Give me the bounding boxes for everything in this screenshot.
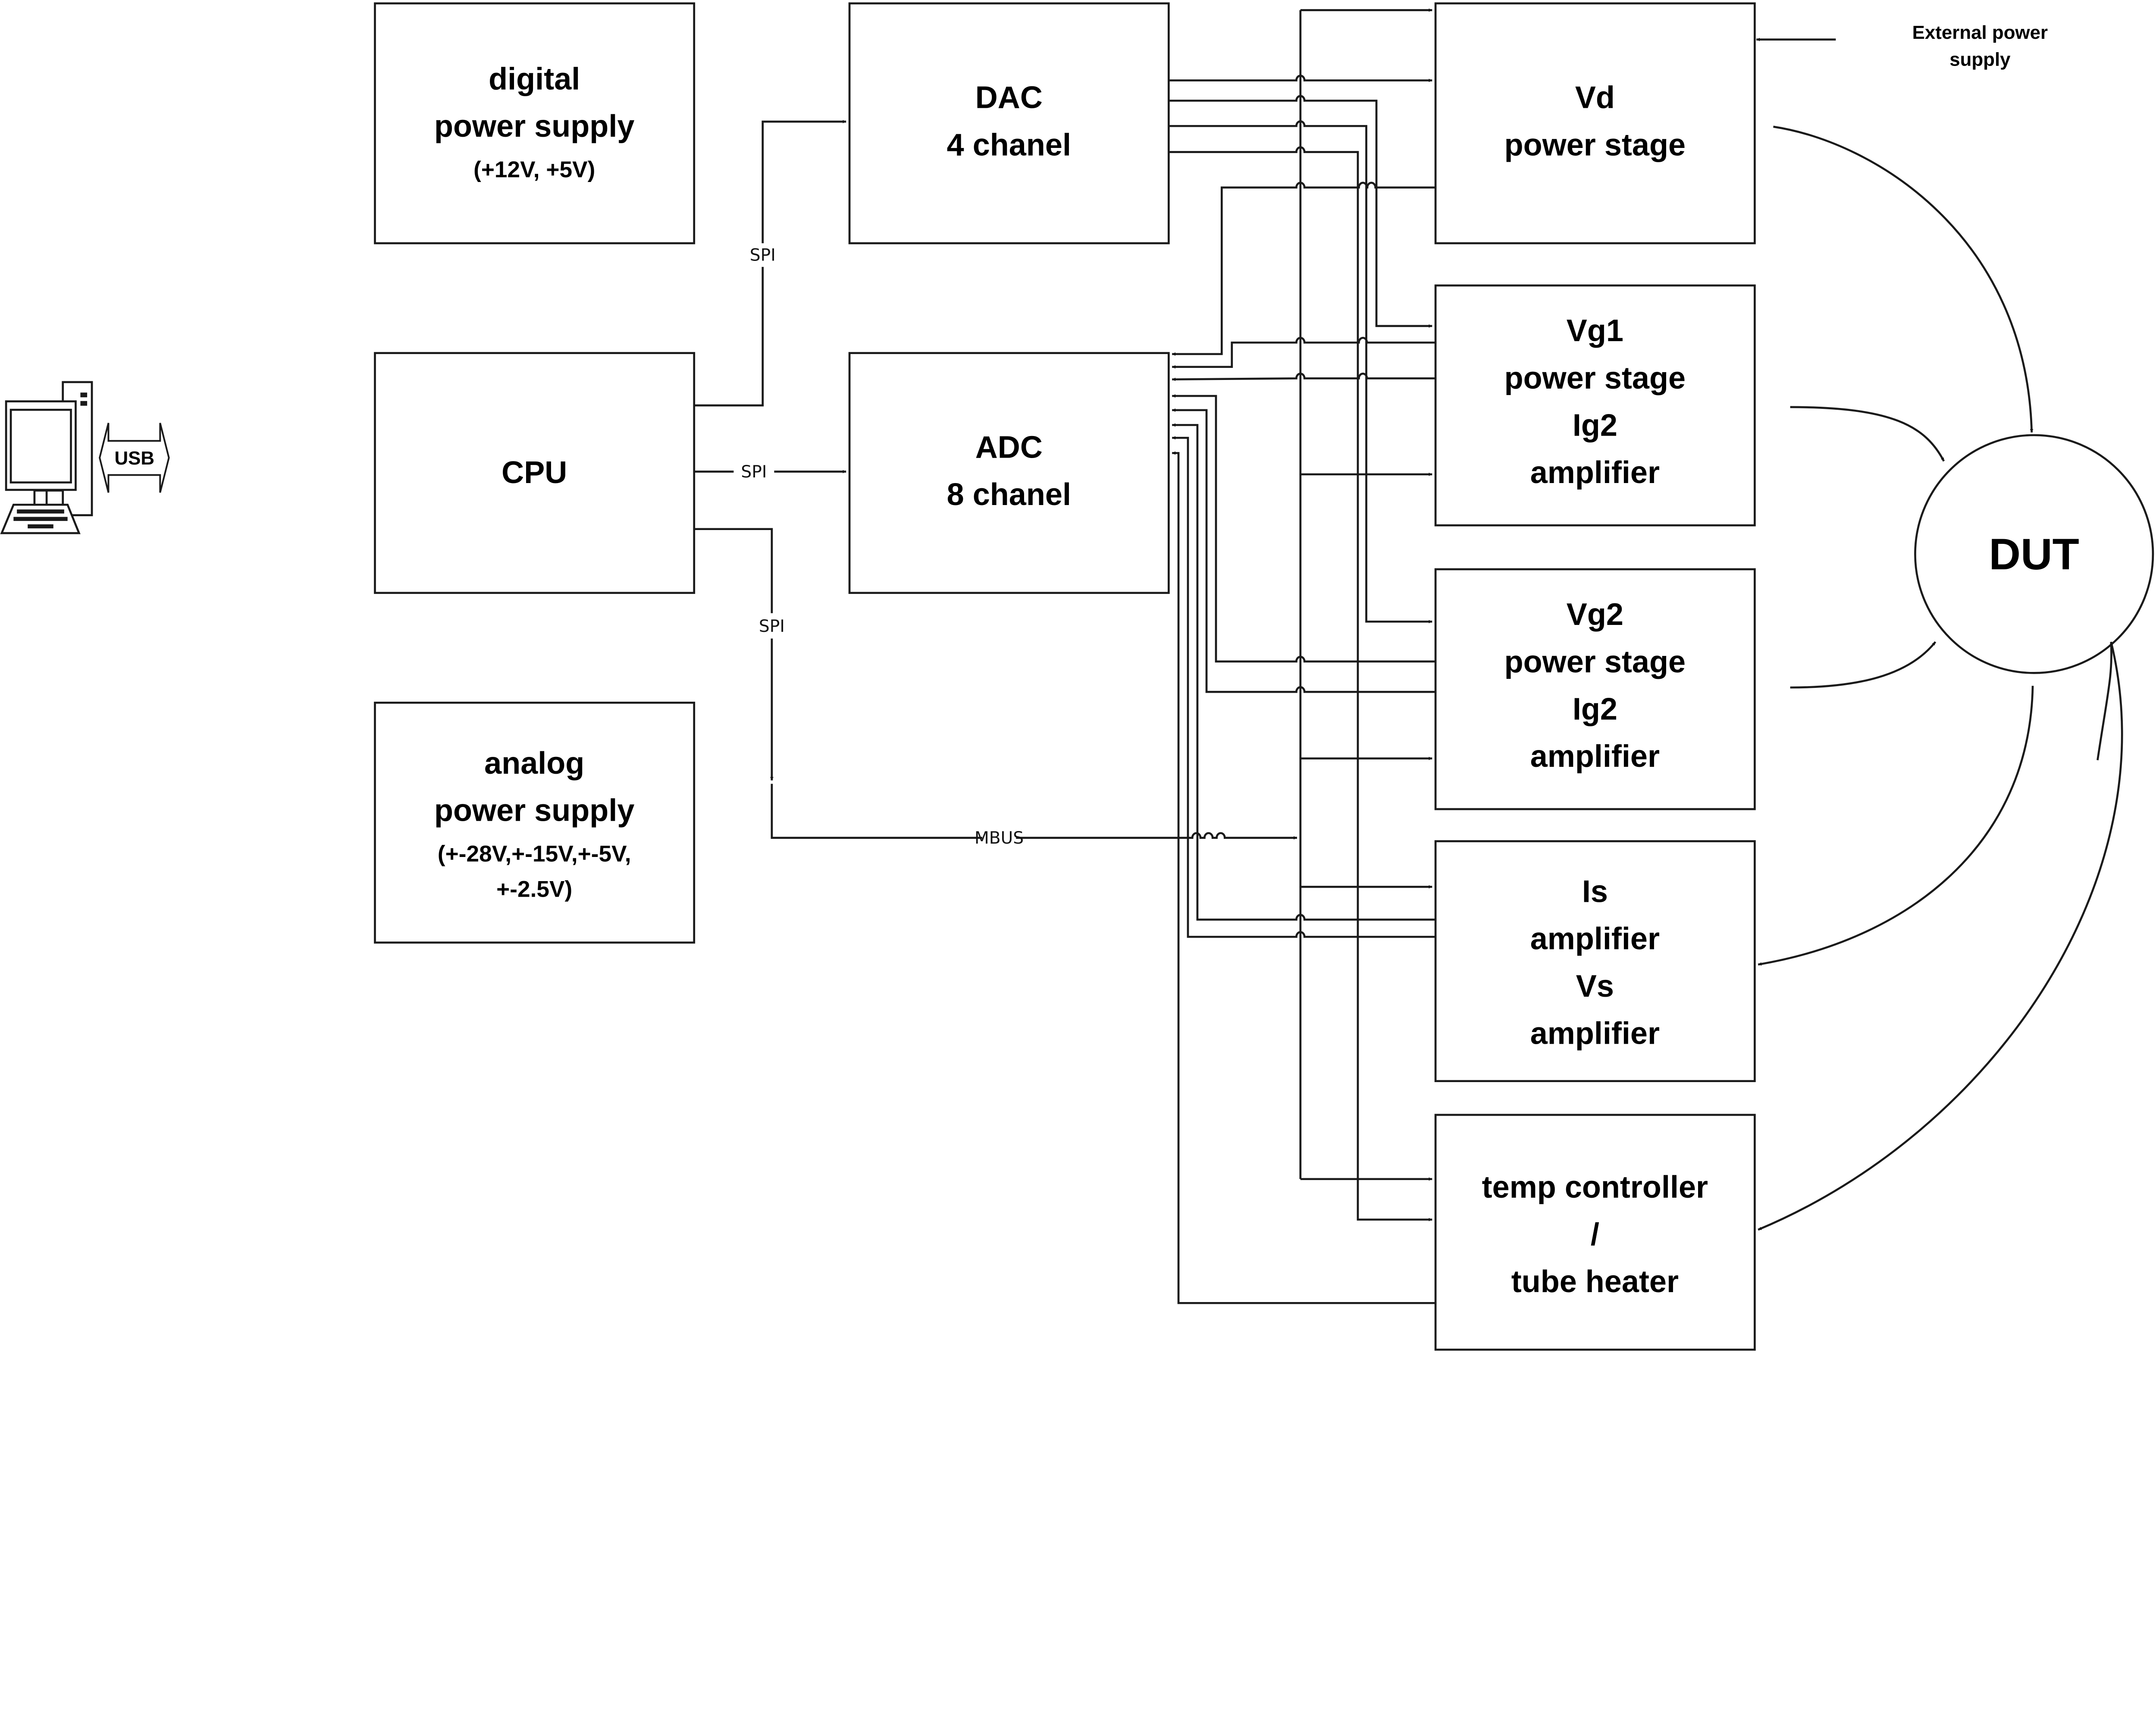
external-supply-label: supply	[1949, 49, 2011, 70]
temp-controller-block[interactable]: temp controller / tube heater	[1434, 1114, 1756, 1351]
vg1-power-stage-block[interactable]: Vg1 power stage Ig2 amplifier	[1434, 284, 1756, 527]
external-supply-label: External power	[1912, 22, 2048, 43]
is-vs-amplifier-block[interactable]: Is amplifier Vs amplifier	[1434, 840, 1756, 1082]
temp-dut-arrow-tip	[2096, 642, 2113, 760]
block-label: power stage	[1504, 128, 1686, 162]
block-label: power supply	[434, 109, 634, 144]
block-label: DUT	[1989, 530, 2079, 579]
spi-label: SPI	[759, 617, 785, 636]
vd-power-stage-block[interactable]: Vd power stage	[1434, 2, 1756, 245]
block-label: 4 chanel	[947, 128, 1071, 162]
vg2-power-stage-block[interactable]: Vg2 power stage Ig2 amplifier	[1434, 568, 1756, 810]
block-label: Ig2	[1573, 692, 1617, 726]
dac-block[interactable]: DAC 4 chanel	[848, 2, 1170, 245]
block-label: power stage	[1504, 645, 1686, 679]
block-label: temp controller	[1482, 1170, 1708, 1205]
cpu-block[interactable]: CPU	[374, 352, 696, 594]
block-label: Ig2	[1573, 408, 1617, 442]
usb-link: USB	[99, 423, 170, 493]
block-label: (+12V, +5V)	[473, 157, 595, 182]
spi-label: SPI	[741, 462, 767, 482]
vg2-to-dut	[1790, 641, 1937, 689]
cpu-spi-adc-bus: SPI	[694, 461, 846, 482]
dac-outputs	[1169, 75, 1432, 1221]
dut-connections	[1758, 126, 2123, 1231]
block-label: Vg2	[1567, 597, 1623, 632]
block-label: Vs	[1576, 969, 1614, 1004]
analog-power-supply-block[interactable]: analog power supply (+-28V,+-15V,+-5V, +…	[374, 701, 696, 944]
block-label: digital	[489, 62, 580, 97]
external-power-supply: External power supply	[1756, 22, 2048, 70]
block-label: +-2.5V)	[496, 877, 572, 902]
dut-to-is	[1758, 686, 2034, 966]
usb-label: USB	[114, 448, 154, 469]
block-label: tube heater	[1511, 1265, 1679, 1299]
desktop-computer-icon	[0, 381, 93, 534]
adc-inputs	[1172, 182, 1436, 1304]
block-label: /	[1591, 1218, 1599, 1252]
vg1-to-dut	[1790, 406, 1945, 462]
block-label: Vd	[1575, 81, 1615, 115]
block-label: DAC	[975, 81, 1043, 115]
cpu-spi-mbus: SPI MBUS	[694, 528, 1297, 848]
dut-block[interactable]: DUT	[1914, 434, 2154, 674]
block-label: Vg1	[1567, 314, 1623, 348]
mbus-distribution	[1299, 8, 1432, 1181]
block-label: Is	[1582, 874, 1608, 909]
block-label: (+-28V,+-15V,+-5V,	[438, 841, 631, 866]
block-label: analog	[484, 746, 584, 781]
block-label: ADC	[975, 430, 1043, 464]
spi-label: SPI	[750, 246, 776, 265]
block-label: amplifier	[1530, 739, 1660, 774]
block-label: CPU	[501, 455, 567, 490]
block-label: power stage	[1504, 361, 1686, 395]
digital-power-supply-block[interactable]: digital power supply (+12V, +5V)	[374, 2, 696, 245]
temp-to-dut	[1758, 641, 2123, 1231]
block-label: amplifier	[1530, 922, 1660, 956]
adc-block[interactable]: ADC 8 chanel	[848, 352, 1170, 594]
block-diagram: USB digital power supply (+12V, +5V) CPU…	[0, 2, 2154, 1351]
cpu-spi-dac-bus: SPI	[694, 120, 846, 407]
vd-to-dut	[1773, 126, 2034, 433]
block-label: power supply	[434, 793, 634, 828]
block-label: amplifier	[1530, 1016, 1660, 1051]
block-label: amplifier	[1530, 455, 1660, 490]
block-label: 8 chanel	[947, 477, 1071, 512]
mbus-label: MBUS	[975, 828, 1024, 848]
